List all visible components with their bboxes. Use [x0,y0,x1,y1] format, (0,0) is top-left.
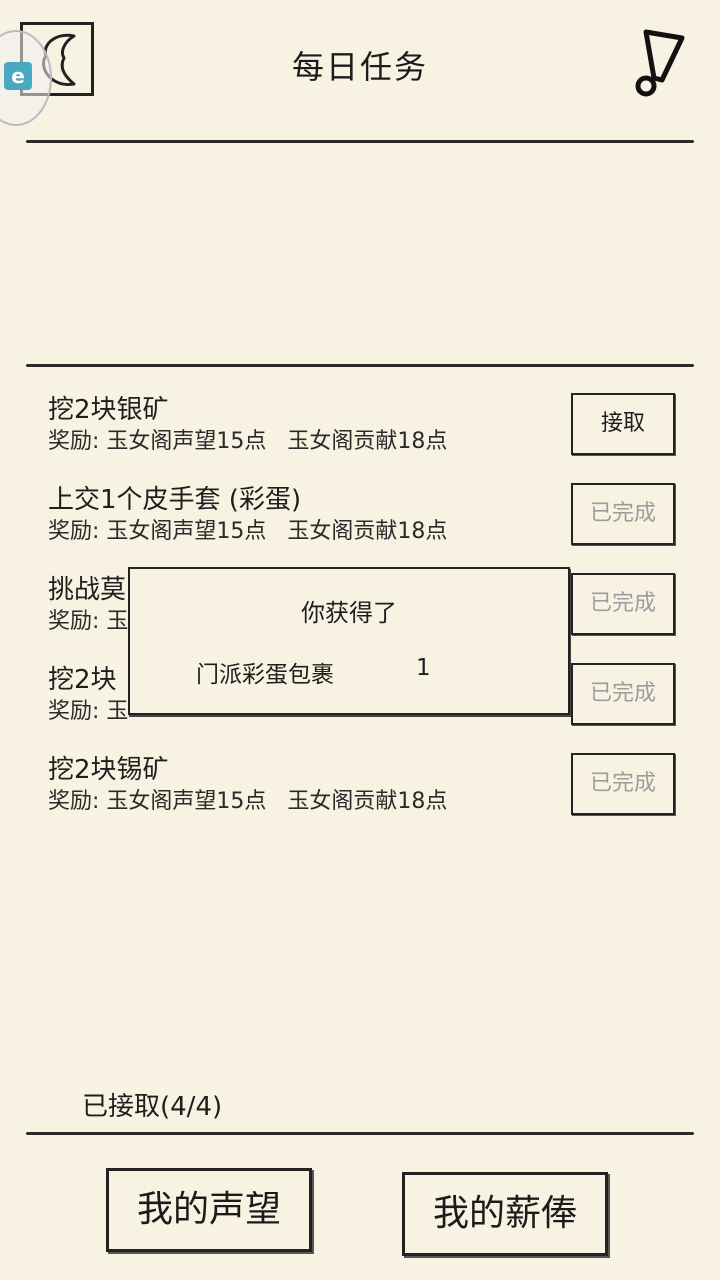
task-row-2: 上交1个皮手套 (彩蛋) 奖励: 玉女阁声望15点 玉女阁贡献18点 [48,484,568,546]
back-arrow-icon [42,33,76,86]
avatar-badge: e [4,62,32,90]
my-salary-button[interactable]: 我的薪俸 [402,1172,608,1256]
task-row-1: 挖2块银矿 奖励: 玉女阁声望15点 玉女阁贡献18点 [48,394,568,456]
accept-task-button[interactable]: 接取 [571,393,675,455]
task-reward: 奖励: 玉女阁声望15点 玉女阁贡献18点 [48,789,448,814]
popup-title: 你获得了 [301,599,397,627]
task-reward: 奖励: 玉 [48,609,129,634]
task-row-5: 挖2块锡矿 奖励: 玉女阁声望15点 玉女阁贡献18点 [48,754,568,816]
footer-divider [26,1132,694,1135]
reward-item-quantity: 1 [416,655,431,681]
task-completed-button[interactable]: 已完成 [571,753,675,815]
task-name: 挑战莫 [48,575,127,605]
task-completed-button[interactable]: 已完成 [571,663,675,725]
avatar[interactable]: e [0,30,52,126]
task-name: 挖2块 [48,665,117,695]
task-name: 挖2块锡矿 [48,755,169,785]
header-divider [26,140,694,143]
page-title: 每日任务 [291,48,428,86]
reward-item-name: 门派彩蛋包裹 [196,662,334,688]
my-reputation-button[interactable]: 我的声望 [106,1168,312,1252]
task-row-4: 挖2块 奖励: 玉 [48,664,568,726]
task-name: 上交1个皮手套 (彩蛋) [48,485,302,515]
reward-popup[interactable]: 你获得了 门派彩蛋包裹 1 [128,567,570,715]
task-completed-button[interactable]: 已完成 [571,573,675,635]
task-reward: 奖励: 玉女阁声望15点 玉女阁贡献18点 [48,429,448,454]
task-reward: 奖励: 玉女阁声望15点 玉女阁贡献18点 [48,519,448,544]
task-completed-button[interactable]: 已完成 [571,483,675,545]
task-reward: 奖励: 玉 [48,699,129,724]
task-row-3: 挑战莫 奖励: 玉 [48,574,568,636]
list-top-divider [26,364,694,367]
exclamation-icon[interactable] [632,28,688,100]
accepted-count: 已接取(4/4) [82,1092,223,1122]
task-name: 挖2块银矿 [48,395,169,425]
